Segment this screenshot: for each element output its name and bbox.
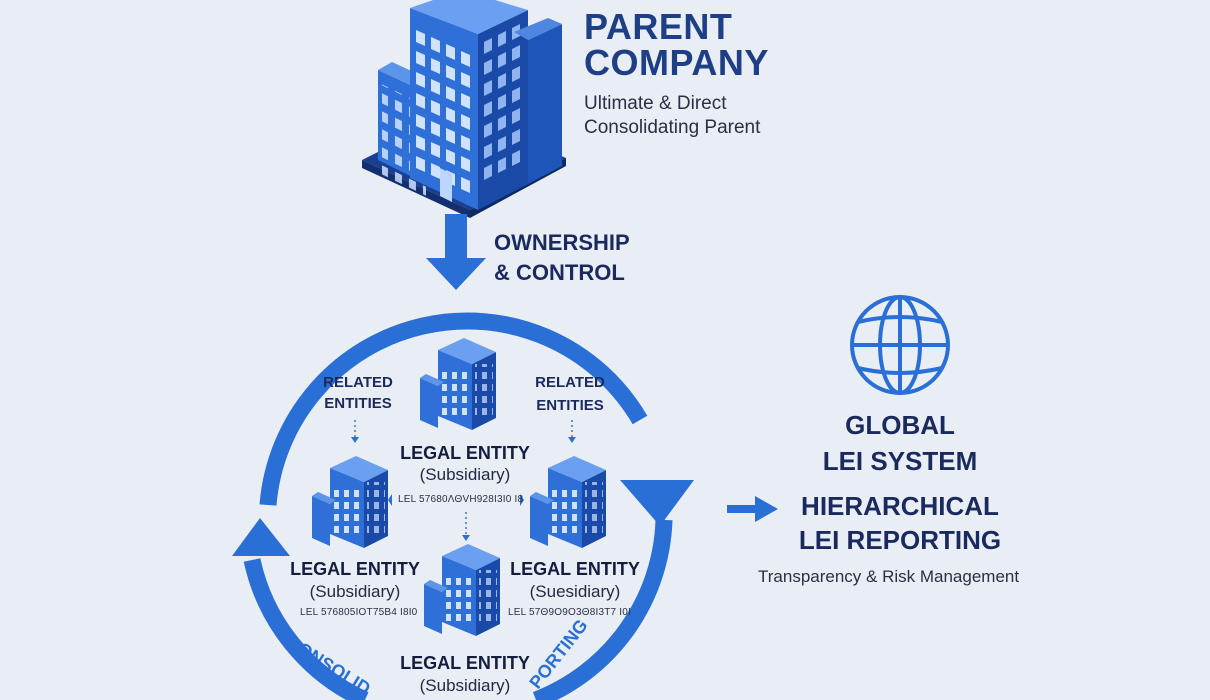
connector-arrowheads [351, 437, 576, 541]
parent-window [461, 51, 470, 67]
parent-window-side [512, 129, 520, 145]
parent-window [431, 163, 440, 179]
parent-window [461, 156, 470, 172]
globe-icon [850, 295, 950, 395]
parent-window-side [512, 45, 520, 61]
entity-right-title: LEGAL ENTITY [510, 559, 640, 579]
parent-window [461, 177, 470, 193]
parent-window-side [484, 143, 492, 159]
parent-window [446, 128, 455, 144]
hierarchical-heading-line2: LEI REPORTING [798, 525, 1002, 555]
parent-subtitle-line1: Ultimate & Direct [584, 93, 727, 114]
entity-left-lei: LEL 576805ΙΟΤ75Β4 Ι8Ι0 [300, 607, 418, 618]
cycle-arrowhead-right [620, 480, 694, 526]
related-entities-left-line2: ENTITIES [324, 395, 392, 412]
parent-window [416, 114, 425, 130]
parent-window-side [498, 115, 506, 131]
parent-window [461, 135, 470, 151]
parent-window-side [498, 136, 506, 152]
parent-window [446, 44, 455, 60]
global-title-line1: GLOBAL [845, 410, 955, 440]
parent-window [431, 37, 440, 53]
entity-right-lei: LEL 57Θ9Ο9Ο3Θ8Ι3Τ7 Ι0Ι [508, 607, 631, 618]
parent-window-side [512, 108, 520, 124]
entity-bottom-subtitle: (Subsidiary) [419, 676, 511, 695]
parent-window [461, 93, 470, 109]
parent-window [431, 79, 440, 95]
entity-left-title: LEGAL ENTITY [290, 559, 420, 579]
parent-window [446, 107, 455, 123]
entity-center-subtitle: (Subsidiary) [419, 465, 511, 484]
building-icon-bottom [424, 544, 500, 636]
parent-window-side [498, 94, 506, 110]
entity-bottom-title: LEGAL ENTITY [400, 653, 530, 673]
parent-building-icon [362, 0, 566, 218]
entity-left-subtitle: (Subsidiary) [309, 582, 401, 601]
parent-title-line2: COMPANY [584, 42, 769, 83]
entity-center-lei: LEL 57680ΛΘVH928Ι3Ι0 Ι8 [398, 494, 524, 505]
global-title-line2: LEI SYSTEM [822, 446, 978, 476]
parent-window [446, 86, 455, 102]
entity-center-title: LEGAL ENTITY [400, 443, 530, 463]
parent-window [416, 93, 425, 109]
parent-window [446, 149, 455, 165]
parent-window-side [484, 101, 492, 117]
building-icon-top [420, 338, 496, 430]
parent-window [416, 72, 425, 88]
parent-window-side [512, 66, 520, 82]
parent-window-side [484, 59, 492, 75]
ownership-label-line1: OWNERSHIP [494, 230, 630, 255]
parent-window [431, 121, 440, 137]
parent-window [431, 142, 440, 158]
parent-window [416, 156, 425, 172]
parent-title-line1: PARENT [584, 6, 733, 47]
related-entities-left-line1: RELATED [323, 374, 393, 391]
parent-window-side [484, 38, 492, 54]
related-entities-right-line1: RELATED [535, 374, 605, 391]
parent-window [431, 100, 440, 116]
consolidation-cycle [243, 312, 673, 700]
parent-window-side [498, 31, 506, 47]
parent-window [431, 58, 440, 74]
parent-window-side [484, 164, 492, 180]
parent-window-side [484, 80, 492, 96]
parent-window [461, 114, 470, 130]
arrow-down-icon [426, 214, 486, 290]
parent-window-side [512, 87, 520, 103]
parent-window [416, 30, 425, 46]
cycle-arc-top [259, 312, 648, 506]
parent-window-side [512, 150, 520, 166]
parent-window-side [498, 52, 506, 68]
parent-window-side [484, 122, 492, 138]
tagline: Transparency & Risk Management [758, 567, 1020, 586]
parent-window [416, 135, 425, 151]
parent-window-side [498, 73, 506, 89]
hierarchical-heading-line1: HIERARCHICAL [801, 491, 999, 521]
ownership-label-line2: & CONTROL [494, 260, 625, 285]
parent-subtitle-line2: Consolidating Parent [584, 117, 761, 138]
entity-right-subtitle: (Suesidiary) [529, 582, 621, 601]
parent-window [461, 72, 470, 88]
related-entities-right-line2: ENTITIES [536, 397, 604, 414]
arrow-right-icon [727, 496, 778, 522]
building-icon-right [530, 456, 606, 548]
parent-window [416, 51, 425, 67]
cycle-arc-right [532, 519, 673, 700]
cycle-arrowhead-left [232, 518, 290, 556]
parent-window [446, 65, 455, 81]
building-icon-left [312, 456, 388, 548]
parent-window-side [498, 157, 506, 173]
cycle-arc-left [243, 558, 369, 700]
related-connectors [354, 420, 573, 536]
